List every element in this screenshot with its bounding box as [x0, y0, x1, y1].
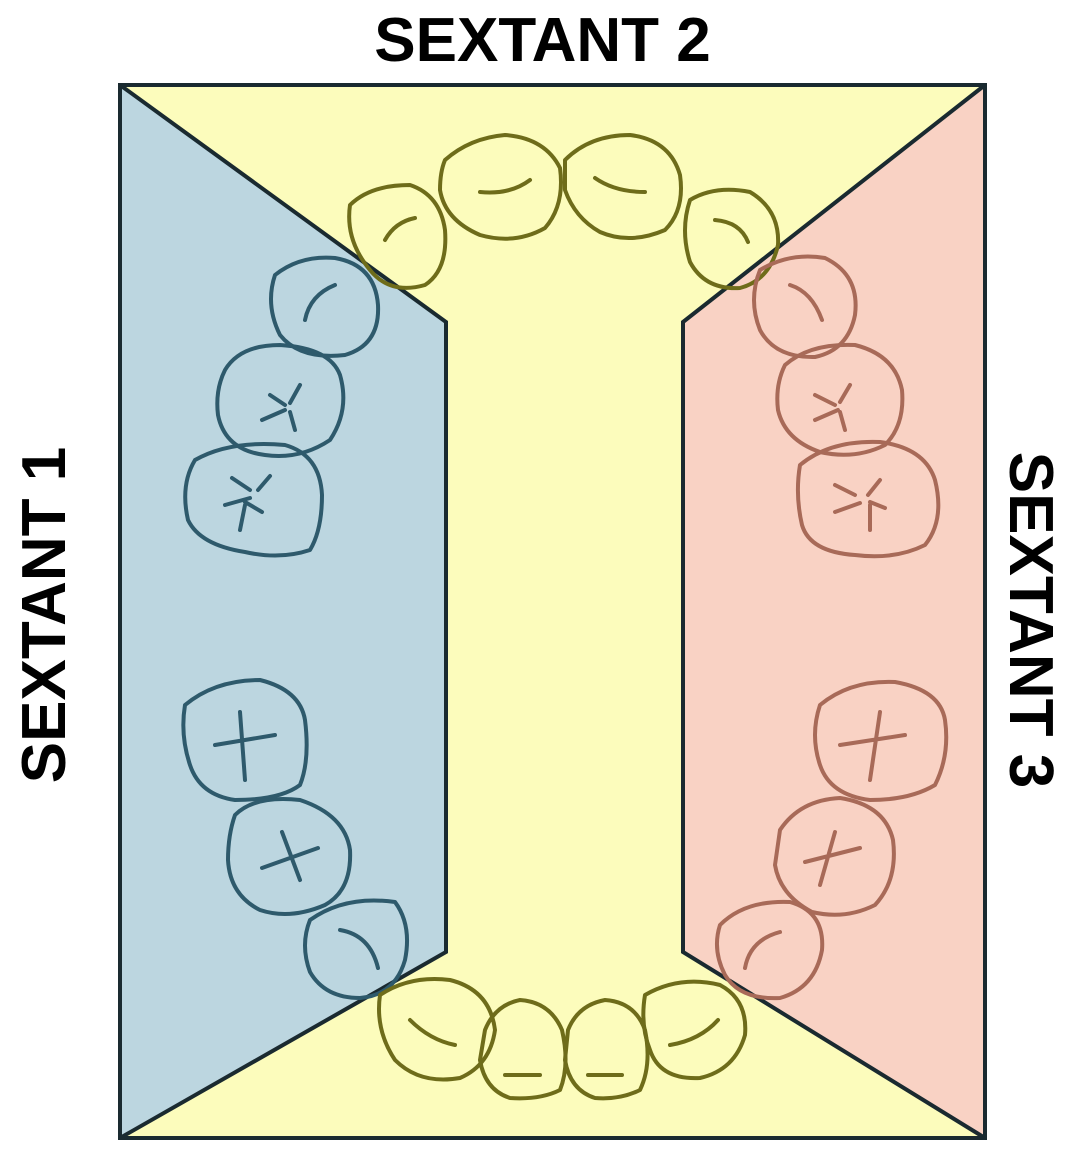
tooth-lower-molar [181, 678, 309, 802]
tooth-lower-lateral-right [563, 998, 650, 1101]
sextant-2-teeth [347, 133, 781, 1101]
sextant-1-region [120, 85, 446, 1138]
tooth-lower-molar-right [813, 679, 949, 802]
sextant-2-region [120, 85, 985, 1138]
tooth-lower-canine-right [641, 979, 748, 1081]
tooth-upper-premolar-2-right [775, 342, 905, 457]
sextant-3-teeth [714, 254, 949, 1001]
sextant-3-region [683, 85, 985, 1138]
tooth-lower-premolar-1-right [714, 899, 825, 1001]
tooth-upper-molar [183, 442, 324, 558]
sextant-3-label: SEXTANT 3 [996, 451, 1065, 789]
tooth-upper-central-left [563, 133, 683, 241]
tooth-upper-premolar-1-right [752, 254, 858, 360]
tooth-lower-canine-left [377, 977, 497, 1082]
tooth-upper-canine-left [347, 183, 448, 290]
tooth-lower-premolar-1 [303, 898, 409, 1000]
tooth-upper-premolar-1 [269, 255, 381, 358]
tooth-upper-premolar-2 [215, 343, 346, 458]
sextant-1-label: SEXTANT 1 [10, 446, 79, 784]
tooth-upper-lateral-left [438, 133, 563, 241]
sextant-2-label: SEXTANT 2 [374, 6, 711, 75]
sextant-boundaries [118, 83, 987, 1140]
tooth-lower-premolar-2 [226, 797, 353, 916]
sextant-1-teeth [181, 255, 409, 1000]
tooth-upper-molar-right [795, 439, 941, 559]
tooth-upper-canine-right [683, 187, 781, 291]
